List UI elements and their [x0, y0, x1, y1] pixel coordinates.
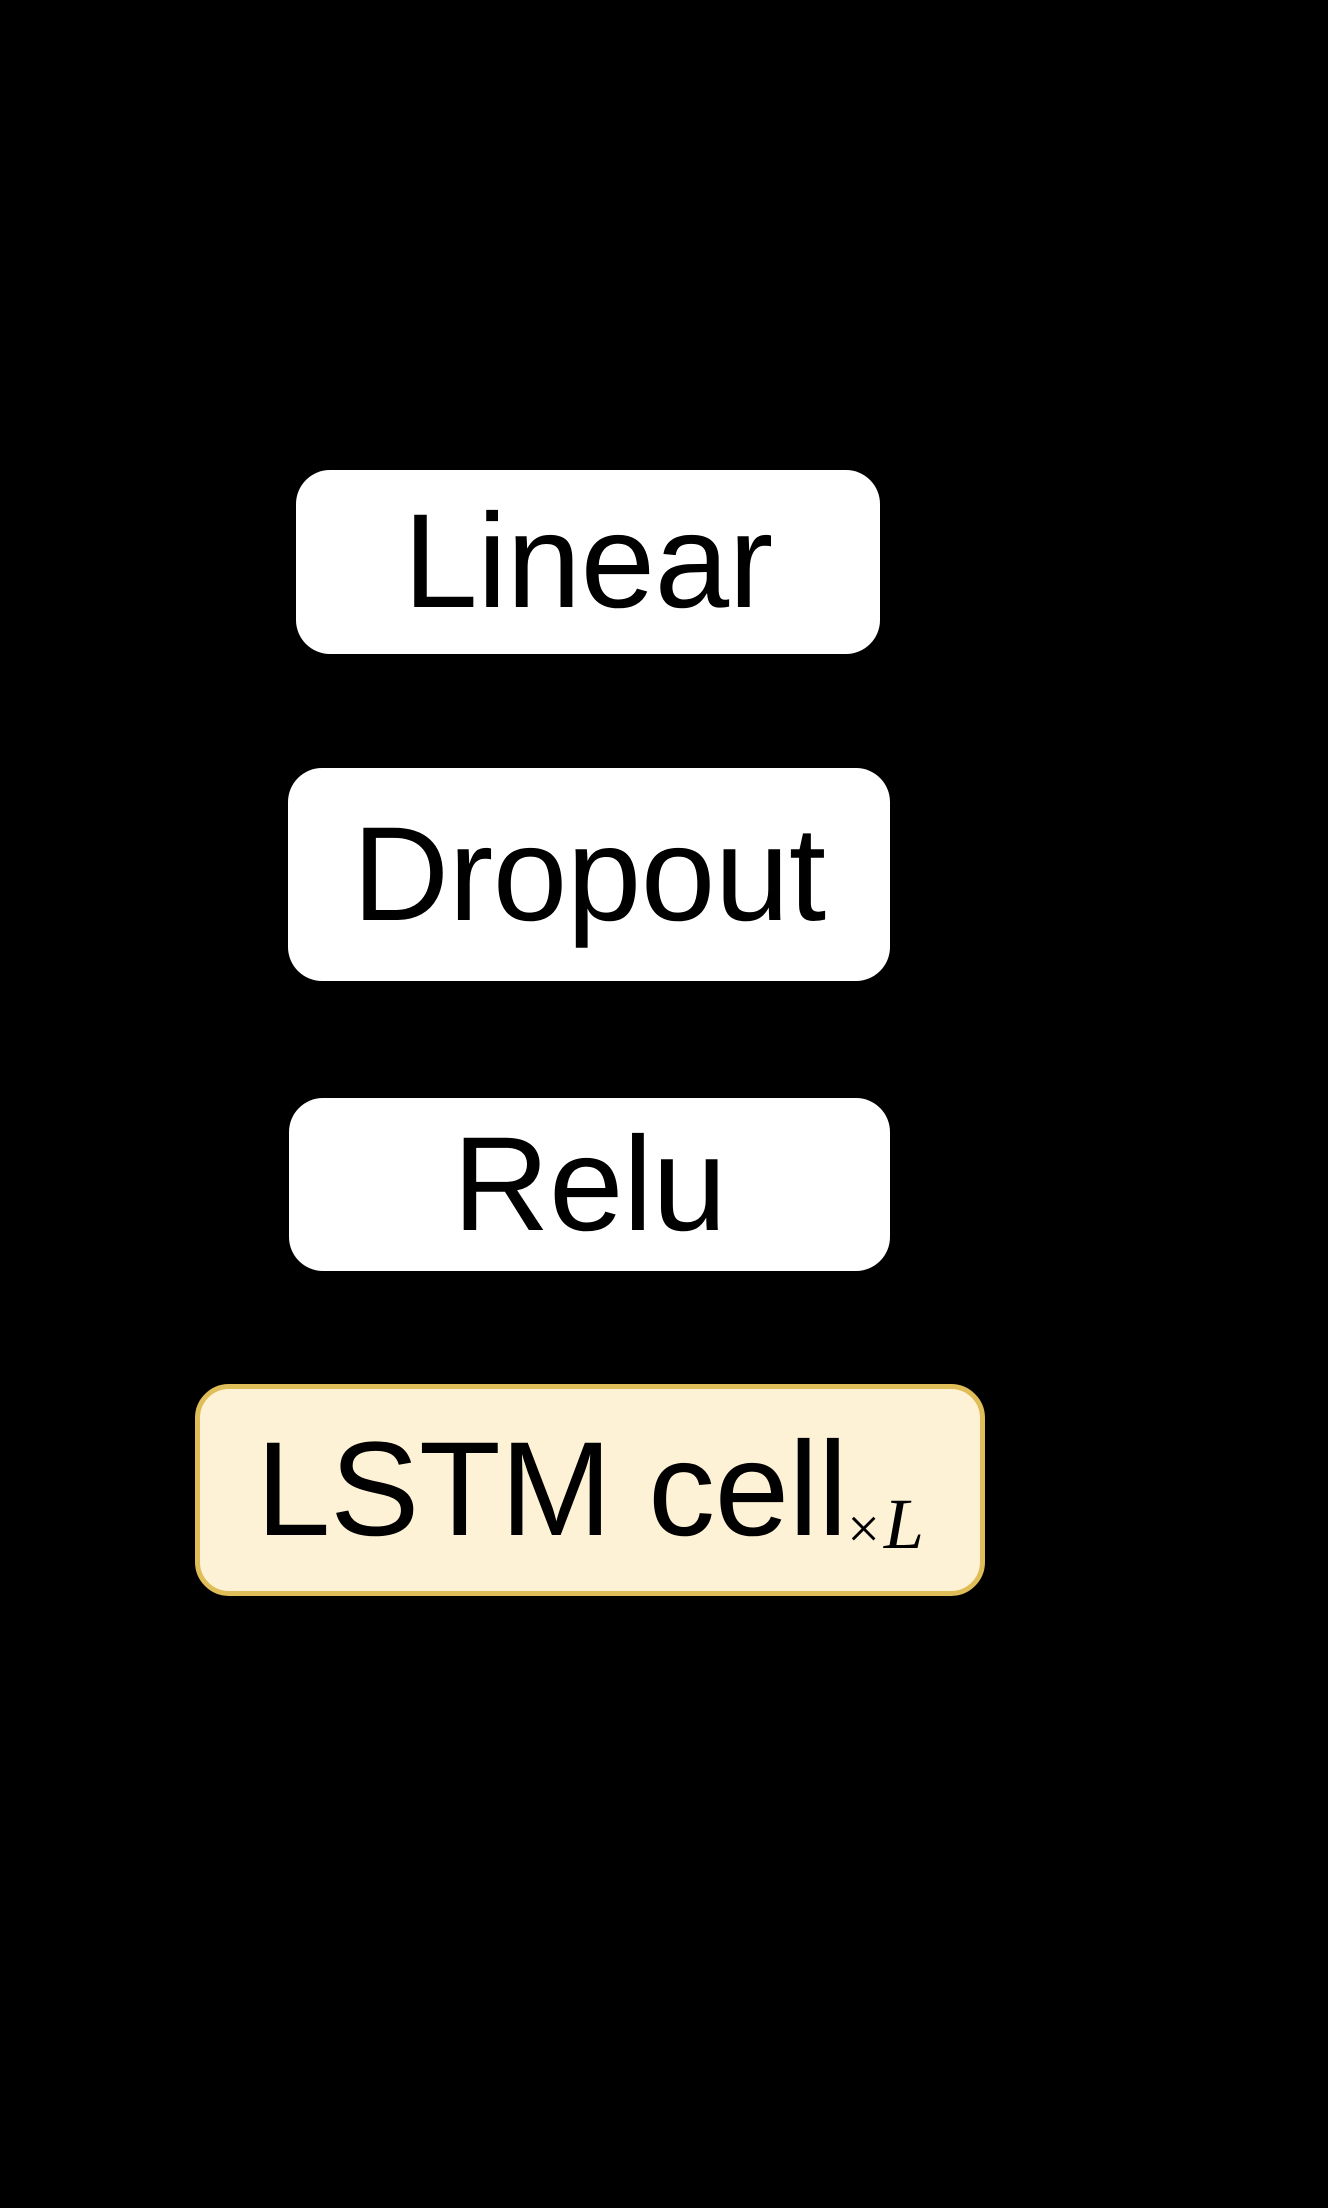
layer-block-dropout-label: Dropout — [352, 799, 826, 949]
layer-block-dropout[interactable]: Dropout — [288, 768, 890, 981]
layer-block-relu-label: Relu — [452, 1109, 727, 1259]
layer-block-lstm-cell[interactable]: LSTM cell×L — [195, 1384, 985, 1596]
lstm-repeat-subscript: ×L — [847, 1488, 924, 1560]
layer-block-lstm-cell-label: LSTM cell — [256, 1415, 848, 1564]
layer-block-linear[interactable]: Linear — [296, 470, 880, 654]
layer-block-relu[interactable]: Relu — [289, 1098, 890, 1271]
lstm-repeat-count-variable: L — [883, 1484, 924, 1564]
layer-block-linear-label: Linear — [403, 487, 773, 636]
multiplication-sign-icon: × — [847, 1496, 880, 1561]
